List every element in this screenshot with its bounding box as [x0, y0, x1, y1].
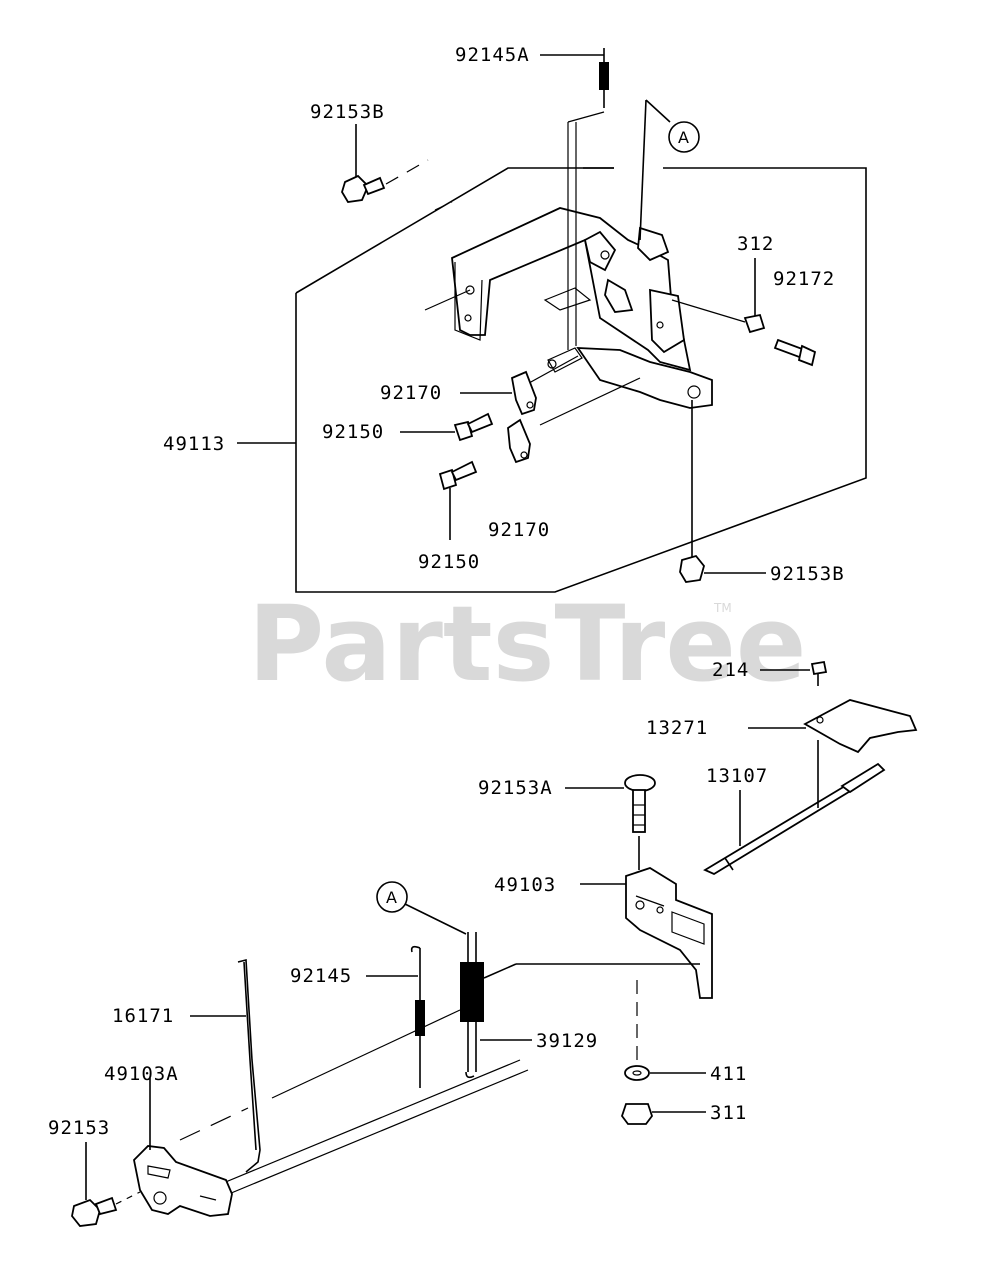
label-92150-lower: 92150: [418, 551, 480, 573]
part-214-screw: [760, 660, 828, 686]
part-92153-bolt: [71, 1142, 141, 1227]
label-16171: 16171: [112, 1005, 174, 1027]
label-13107: 13107: [706, 765, 768, 787]
label-49113: 49113: [163, 433, 225, 455]
part-92150-bolt-upper: [400, 412, 494, 442]
label-92153A: 92153A: [478, 777, 553, 799]
part-92153B-top-bolt: [341, 124, 429, 203]
assembly-outline: [295, 167, 867, 593]
ref-a-top-circle: [668, 121, 700, 153]
label-92145: 92145: [290, 965, 352, 987]
label-39129: 39129: [536, 1030, 598, 1052]
label-311: 311: [710, 1102, 747, 1124]
label-214: 214: [712, 659, 749, 681]
spring-rod-group: A 92145 39129 16171: [48, 881, 700, 1227]
part-92150-bolt-lower: [438, 460, 478, 540]
label-92153: 92153: [48, 1117, 110, 1139]
label-13271: 13271: [646, 717, 708, 739]
part-49103-lever: [580, 867, 713, 999]
part-16171-rod: [190, 958, 261, 1173]
part-13271-plate: [748, 699, 918, 754]
control-bracket-assembly: 92145A A 92153B 312 92172: [163, 44, 867, 593]
ref-a-top-leader: [645, 99, 671, 123]
part-92172-bolt: [773, 338, 817, 367]
part-311-nut: [620, 1103, 706, 1125]
part-92145A-spring: [540, 48, 609, 108]
part-49103A-lever: [133, 1078, 233, 1217]
part-312-nut: [743, 258, 766, 334]
part-92153A-bolt: [565, 774, 656, 870]
ref-a-bottom: A: [386, 888, 397, 907]
part-13107-shaft: [703, 740, 886, 876]
part-92170-clamp-upper: [460, 370, 537, 416]
watermark-text: PartsTree: [248, 583, 806, 705]
label-92170-upper: 92170: [380, 382, 442, 404]
control-lever: [583, 230, 617, 272]
label-49103: 49103: [494, 874, 556, 896]
label-92145A: 92145A: [455, 44, 530, 66]
ref-a-bottom-circle: [376, 881, 408, 913]
part-411-washer: [624, 1065, 706, 1081]
label-49103A: 49103A: [104, 1063, 179, 1085]
shaft-lever-group: 214 13271 13107 92153A: [478, 659, 918, 1125]
label-92172: 92172: [773, 268, 835, 290]
label-92150-upper: 92150: [322, 421, 384, 443]
label-92153B-bottom: 92153B: [770, 563, 845, 585]
bracket-lower-arm: [576, 347, 713, 409]
ref-a-top: A: [678, 128, 689, 147]
label-411: 411: [710, 1063, 747, 1085]
assembly-outline-top: [295, 167, 614, 294]
watermark-trademark: TM: [713, 601, 732, 615]
label-92153B-top: 92153B: [310, 101, 385, 123]
part-92170-clamp-lower: [507, 418, 531, 464]
bracket-plate: [451, 207, 692, 372]
part-92153B-bottom-bolt: [679, 400, 766, 583]
label-92170-lower: 92170: [488, 519, 550, 541]
part-39129-spring: [460, 932, 532, 1079]
part-92145-spring: [366, 945, 425, 1088]
label-312: 312: [737, 233, 774, 255]
